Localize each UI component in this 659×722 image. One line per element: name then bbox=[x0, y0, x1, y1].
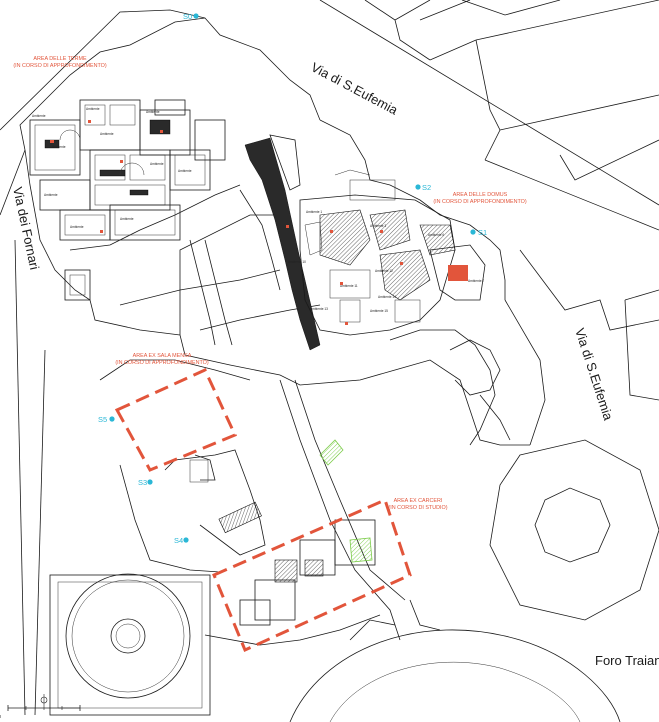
svg-text:S1: S1 bbox=[478, 228, 487, 237]
street-label-foro-traiano: Foro Traiano bbox=[595, 653, 659, 668]
octagon-east bbox=[489, 439, 659, 621]
area-mensa-line1: AREA EX SALA MENSA bbox=[133, 353, 192, 359]
green-features bbox=[319, 439, 373, 563]
area-terme-line2: (IN CORSO DI APPROFONDIMENTO) bbox=[13, 63, 107, 69]
svg-text:Ambiente 10: Ambiente 10 bbox=[288, 260, 306, 264]
scale-bar-icon bbox=[7, 705, 81, 711]
svg-text:Ambiente: Ambiente bbox=[44, 193, 58, 197]
street-label-eufemia-top: Via di S.Eufemia bbox=[309, 59, 401, 118]
area-domus-line1: AREA DELLE DOMUS bbox=[453, 192, 508, 198]
area-mensa-line2: (IN CORSO DI APPROFONDIMENTO) bbox=[115, 360, 209, 366]
svg-text:Ambiente: Ambiente bbox=[146, 110, 160, 114]
svg-text:Ambiente: Ambiente bbox=[32, 114, 46, 118]
red-markers bbox=[50, 120, 403, 325]
svg-text:Ambiente 6: Ambiente 6 bbox=[428, 233, 444, 237]
svg-text:Ambiente 3: Ambiente 3 bbox=[370, 224, 386, 228]
study-boxes bbox=[114, 368, 412, 653]
svg-text:Ambiente 15: Ambiente 15 bbox=[370, 309, 388, 313]
svg-text:Ambiente 14: Ambiente 14 bbox=[378, 295, 396, 299]
survey-point-s4[interactable]: S4 bbox=[174, 536, 189, 545]
svg-text:Ambiente 11: Ambiente 11 bbox=[340, 284, 358, 288]
site-outline bbox=[19, 17, 530, 646]
area-label-domus: AREA DELLE DOMUS (IN CORSO DI APPROFONDI… bbox=[433, 192, 527, 205]
survey-point-s1[interactable]: S1 bbox=[470, 228, 487, 237]
forum-curve bbox=[289, 599, 621, 722]
area-carceri-line1: AREA EX CARCERI bbox=[394, 498, 443, 504]
area-terme-line1: AREA DELLE TERME bbox=[33, 56, 87, 62]
survey-point-s2[interactable]: S2 bbox=[415, 183, 431, 192]
area-label-carceri: AREA EX CARCERI (IN CORSO DI STUDIO) bbox=[389, 498, 448, 511]
svg-text:S4: S4 bbox=[174, 536, 183, 545]
rotunda-southwest bbox=[49, 573, 211, 716]
svg-text:Ambiente: Ambiente bbox=[150, 162, 164, 166]
svg-text:Ambiente 12: Ambiente 12 bbox=[375, 269, 393, 273]
area-domus-line2: (IN CORSO DI APPROFONDIMENTO) bbox=[433, 199, 527, 205]
svg-text:S5: S5 bbox=[98, 415, 107, 424]
svg-text:S2: S2 bbox=[422, 183, 431, 192]
area-label-terme: AREA DELLE TERME (IN CORSO DI APPROFONDI… bbox=[13, 56, 107, 69]
domus-room-labels: Ambiente 1 Ambiente 10 Ambiente 3 Ambien… bbox=[288, 210, 484, 313]
svg-text:S0: S0 bbox=[183, 12, 192, 21]
domus-excavation: Ambiente 1 Ambiente 10 Ambiente 3 Ambien… bbox=[288, 169, 486, 336]
survey-point-s5[interactable]: S5 bbox=[98, 415, 115, 424]
svg-text:Ambiente 7: Ambiente 7 bbox=[468, 279, 484, 283]
dense-strip bbox=[244, 134, 321, 351]
svg-text:Ambiente 13: Ambiente 13 bbox=[310, 307, 328, 311]
terme-excavation: Ambiente Ambiente Ambiente Ambiente Ambi… bbox=[29, 99, 226, 301]
svg-text:Ambiente 1: Ambiente 1 bbox=[306, 210, 322, 214]
survey-point-s3[interactable]: S3 bbox=[138, 478, 153, 487]
domus-highlight-room bbox=[448, 265, 468, 281]
svg-text:Ambiente: Ambiente bbox=[70, 225, 84, 229]
svg-text:Ambiente: Ambiente bbox=[120, 217, 134, 221]
north-arrow-icon bbox=[40, 694, 48, 706]
svg-text:Ambiente: Ambiente bbox=[52, 145, 66, 149]
street-label-eufemia-right: Via di S.Eufemia bbox=[572, 326, 616, 423]
svg-text:Ambiente: Ambiente bbox=[178, 169, 192, 173]
area-label-mensa: AREA EX SALA MENSA (IN CORSO DI APPROFON… bbox=[115, 353, 209, 366]
staircases bbox=[189, 459, 376, 626]
svg-text:S3: S3 bbox=[138, 478, 147, 487]
terme-room-labels: Ambiente Ambiente Ambiente Ambiente Ambi… bbox=[32, 107, 192, 229]
street-label-fornari: Via dei Fornari bbox=[10, 186, 42, 272]
svg-text:Ambiente: Ambiente bbox=[100, 132, 114, 136]
area-carceri-line2: (IN CORSO DI STUDIO) bbox=[389, 505, 448, 511]
svg-text:Ambiente: Ambiente bbox=[86, 107, 100, 111]
survey-point-s0[interactable]: S0 bbox=[183, 12, 199, 21]
